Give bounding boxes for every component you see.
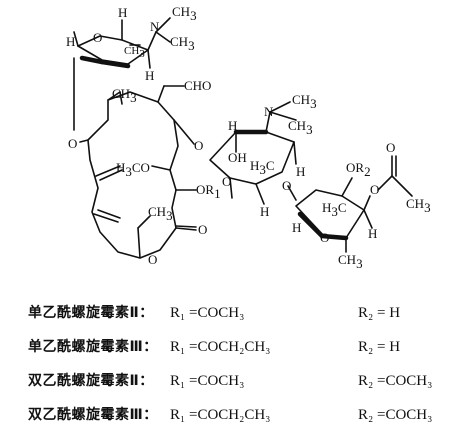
atom-h: H	[368, 226, 377, 241]
atom-h3c: H3C	[250, 158, 275, 177]
compound-row: 单乙酰螺旋霉素Ⅲ： R₁ =COCH₂CH₃ R₂ = H	[28, 330, 468, 364]
sugar-ring-mycarose	[287, 155, 413, 253]
atom-n: N	[264, 104, 274, 119]
atom-ch3: CH3	[170, 34, 195, 53]
atom-o: O	[386, 140, 395, 155]
r1-substituent: R₁ =COCH₂CH₃	[170, 339, 271, 355]
atom-ch3: CH3	[148, 204, 173, 223]
atom-h: H	[296, 164, 305, 179]
atom-h3c: H3C	[322, 200, 347, 219]
atom-or1: OR1	[196, 182, 221, 201]
atom-o: O	[320, 230, 329, 245]
atom-o: O	[198, 222, 207, 237]
compound-row: 单乙酰螺旋霉素Ⅱ： R₁ =COCH₃ R₂ = H	[28, 296, 468, 330]
atom-ch3: CH3	[172, 4, 197, 23]
atom-ch3: CH3	[112, 86, 137, 105]
atom-h: H	[292, 220, 301, 235]
atom-h: H	[228, 118, 237, 133]
atom-ch3: CH3	[338, 252, 363, 271]
r2-substituent: R₂ =COCH₃	[358, 373, 433, 389]
compound-name: 单乙酰螺旋霉素Ⅱ：	[28, 305, 154, 321]
atom-o: O	[148, 252, 157, 267]
atom-o: O	[370, 182, 379, 197]
atom-n: N	[150, 19, 160, 34]
compound-name: 双乙酰螺旋霉素Ⅲ：	[28, 407, 158, 423]
atom-oh: OH	[228, 150, 247, 165]
r1-substituent: R₁ =COCH₃	[170, 373, 245, 389]
atom-cho: CHO	[184, 78, 211, 93]
compound-row: 双乙酰螺旋霉素Ⅱ： R₁ =COCH₃ R₂ =COCH₃	[28, 364, 468, 398]
r2-substituent: R₂ = H	[358, 305, 401, 321]
atom-o: O	[222, 174, 231, 189]
atom-h: H	[118, 5, 127, 20]
atom-o: O	[93, 30, 102, 45]
sugar-ring-forosamine	[73, 17, 171, 131]
compound-name: 双乙酰螺旋霉素Ⅱ：	[28, 373, 154, 389]
atom-or2: OR2	[346, 160, 371, 179]
r1-substituent: R₁ =COCH₃	[170, 305, 245, 321]
atom-h: H	[260, 204, 269, 219]
compound-legend-table: 单乙酰螺旋霉素Ⅱ： R₁ =COCH₃ R₂ = H 单乙酰螺旋霉素Ⅲ： R₁ …	[28, 296, 468, 432]
atom-ch3: CH3	[124, 45, 145, 60]
sugar-ring-mycaminose	[209, 101, 297, 205]
atom-h: H	[66, 34, 75, 49]
atom-ch3: CH3	[292, 92, 317, 111]
atom-ch3: CH3	[288, 118, 313, 137]
compound-name: 单乙酰螺旋霉素Ⅲ：	[28, 339, 158, 355]
atom-o: O	[68, 136, 77, 151]
r2-substituent: R₂ =COCH₃	[358, 407, 433, 423]
macrolide-ring	[79, 85, 197, 259]
r1-substituent: R₁ =COCH₂CH₃	[170, 407, 271, 423]
atom-o: O	[282, 178, 291, 193]
atom-h3co: H3CO	[116, 160, 150, 179]
atom-o: O	[194, 138, 203, 153]
atom-ch3: CH3	[406, 196, 431, 215]
atom-h: H	[145, 68, 154, 83]
chemical-structure-diagram: H N CH3 CH3 O CH3 H H CH3 CHO O O H3CO O…	[66, 4, 431, 271]
compound-row: 双乙酰螺旋霉素Ⅲ： R₁ =COCH₂CH₃ R₂ =COCH₃	[28, 398, 468, 432]
r2-substituent: R₂ = H	[358, 339, 401, 355]
